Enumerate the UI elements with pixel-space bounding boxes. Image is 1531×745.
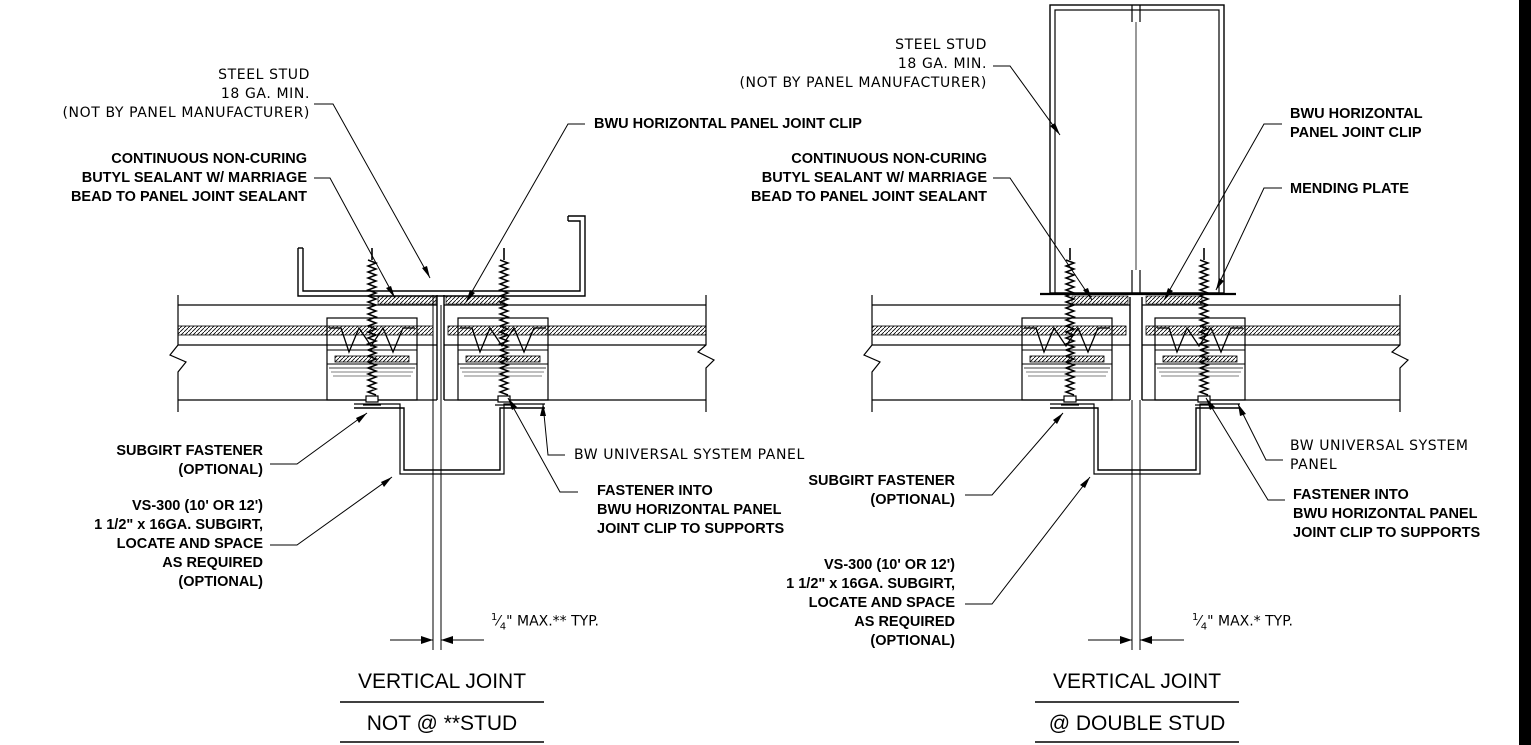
right-subgirt-fastener-label: SUBGIRT FASTENER (OPTIONAL) xyxy=(808,473,955,508)
left-fastener-into-label: FASTENER INTO BWU HORIZONTAL PANEL JOINT… xyxy=(597,483,785,537)
right-sealant-label: CONTINUOUS NON-CURING BUTYL SEALANT W/ M… xyxy=(750,151,987,205)
right-title-line1: VERTICAL JOINT xyxy=(1052,670,1222,693)
left-sealant-label: CONTINUOUS NON-CURING BUTYL SEALANT W/ M… xyxy=(70,151,307,205)
right-clip-label: BWU HORIZONTAL PANEL JOINT CLIP xyxy=(1290,106,1423,141)
right-steel-stud-label: STEEL STUD 18 GA. MIN. (NOT BY PANEL MAN… xyxy=(739,37,987,91)
left-title-line1: VERTICAL JOINT xyxy=(357,670,527,693)
left-subgirt-fastener-label: SUBGIRT FASTENER (OPTIONAL) xyxy=(116,443,263,478)
right-fastener-into-label: FASTENER INTO BWU HORIZONTAL PANEL JOINT… xyxy=(1293,487,1481,541)
right-panel-label: BW UNIVERSAL SYSTEM PANEL xyxy=(1290,438,1469,473)
right-title-line2: @ DOUBLE STUD xyxy=(1048,712,1226,735)
right-vs300-label: VS-300 (10' OR 12') 1 1/2" x 16GA. SUBGI… xyxy=(786,557,955,649)
right-detail xyxy=(863,4,1410,743)
right-mending-plate-label: MENDING PLATE xyxy=(1290,181,1409,197)
left-title-line2: NOT @ **STUD xyxy=(366,712,518,735)
left-detail xyxy=(169,103,716,743)
left-steel-stud-label: STEEL STUD 18 GA. MIN. (NOT BY PANEL MAN… xyxy=(62,67,310,121)
left-vs300-label: VS-300 (10' OR 12') 1 1/2" x 16GA. SUBGI… xyxy=(94,498,263,590)
left-dimension-label: 1⁄4" MAX.** TYP. xyxy=(491,612,599,633)
left-panel-label: BW UNIVERSAL SYSTEM PANEL xyxy=(574,447,805,463)
right-dimension-label: 1⁄4" MAX.* TYP. xyxy=(1192,612,1293,633)
left-clip-label: BWU HORIZONTAL PANEL JOINT CLIP xyxy=(594,116,862,132)
